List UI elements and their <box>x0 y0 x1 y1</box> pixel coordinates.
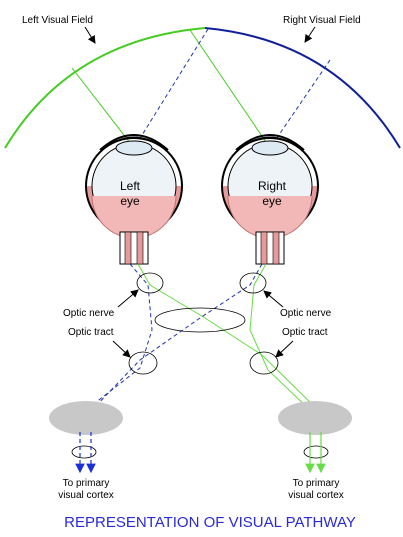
diagram-title: REPRESENTATION OF VISUAL PATHWAY <box>64 514 356 531</box>
right-field-ray-to-right-eye <box>269 59 331 149</box>
left-optic-tract-ring <box>128 351 158 375</box>
right-visual-field-label: Right Visual Field <box>283 15 361 26</box>
left-cortex-label-line2: visual cortex <box>58 490 114 501</box>
right-eye-label-line2: eye <box>262 194 282 208</box>
green-pathway-left-eye <box>137 263 319 411</box>
left-lateral-geniculate-nucleus <box>49 401 123 435</box>
right-optic-tract-label: Optic tract <box>282 327 328 338</box>
right-optic-nerve-ring <box>239 272 267 294</box>
green-pathway-right-eye <box>249 263 311 411</box>
right-optic-nerve-label: Optic nerve <box>280 308 332 319</box>
left-field-ray-to-left-eye <box>71 67 135 149</box>
left-optic-nerve-arrow <box>117 289 139 308</box>
left-eye-label-line2: eye <box>120 194 140 208</box>
left-field-ray-to-right-eye <box>189 29 271 149</box>
left-visual-field-arc <box>4 27 206 149</box>
left-optic-tract-arrow <box>112 340 131 358</box>
left-field-arrow <box>84 26 96 44</box>
left-optic-tract-label: Optic tract <box>68 327 114 338</box>
left-eye: Left eye <box>85 134 183 265</box>
optic-chiasm-ring <box>154 307 246 333</box>
left-radiation-ring <box>71 445 97 459</box>
right-eye: Right eye <box>221 134 319 265</box>
right-lateral-geniculate-nucleus <box>278 401 352 435</box>
right-field-ray-to-left-eye <box>133 28 209 149</box>
blue-pathway-left-eye <box>85 263 153 411</box>
left-eye-label-line1: Left <box>120 179 141 193</box>
right-cortex-label-line1: To primary <box>293 478 340 489</box>
right-cortex-label-line2: visual cortex <box>288 490 344 501</box>
right-field-arrow <box>304 26 316 43</box>
right-optic-tract-arrow <box>275 340 294 358</box>
right-optic-tract-ring <box>249 351 279 375</box>
left-cortex-label-line1: To primary <box>63 478 110 489</box>
blue-pathway-right-eye <box>91 263 263 411</box>
right-eye-lens <box>251 140 289 156</box>
left-optic-nerve-ring <box>136 272 164 294</box>
right-optic-nerve-arrow <box>263 290 284 308</box>
left-optic-nerve-label: Optic nerve <box>63 308 115 319</box>
right-eye-label-line1: Right <box>258 179 287 193</box>
right-visual-field-arc <box>204 27 401 149</box>
left-eye-lens <box>115 140 153 156</box>
left-visual-field-label: Left Visual Field <box>22 15 93 26</box>
right-radiation-ring <box>303 445 329 459</box>
